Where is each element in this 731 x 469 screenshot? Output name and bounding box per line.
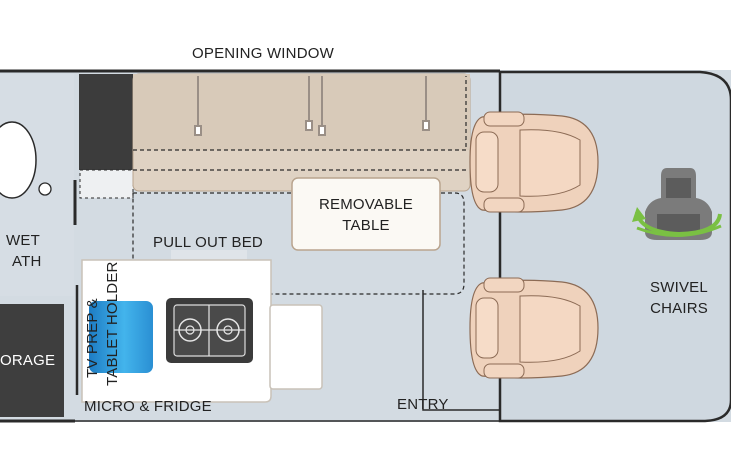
removable-table-line1: REMOVABLE (318, 196, 414, 213)
opening-window-label: OPENING WINDOW (192, 45, 334, 62)
removable-table-line2: TABLE (342, 217, 390, 234)
pull-out-bed-label: PULL OUT BED (153, 234, 263, 251)
sofa-backrest (133, 74, 470, 150)
seat-icon-rear (469, 277, 599, 379)
tv-prep-label: TV PREP & TABLET HOLDER (83, 254, 127, 386)
counter-extension (269, 304, 323, 390)
sofa-dashed-outline (133, 76, 467, 171)
swivel-chairs-line2: CHAIRS (650, 300, 708, 317)
wardrobe (79, 74, 133, 170)
micro-fridge-label: MICRO & FRIDGE (84, 398, 212, 415)
wet-bath-label: WET ATH (6, 230, 42, 272)
entry-door-line (422, 290, 500, 411)
tv-prep-line1: TV PREP & (84, 298, 101, 378)
swivel-arrow-icon (632, 168, 722, 240)
storage-cabinet (0, 304, 64, 417)
wet-bath-line1: WET (6, 232, 40, 249)
cooktop-icon (166, 298, 253, 363)
storage-label: ORAGE (0, 352, 56, 369)
swivel-chairs-line1: SWIVEL (650, 279, 708, 296)
toilet-icon (0, 121, 37, 199)
entry-label: ENTRY (397, 396, 449, 413)
tv-prep-panel (89, 301, 153, 373)
swivel-chairs-label: SWIVEL CHAIRS (636, 277, 722, 319)
tv-prep-line2: TABLET HOLDER (104, 261, 121, 386)
removable-table-label: REMOVABLE TABLE (300, 194, 432, 236)
seat-icon-front (469, 111, 599, 213)
wet-bath-line2: ATH (12, 253, 42, 270)
removable-table (291, 177, 441, 251)
sink-icon (38, 182, 52, 196)
wardrobe-drawer (79, 169, 134, 199)
pull-out-bed-outline (132, 192, 465, 295)
seatbelt-straps (194, 76, 430, 136)
